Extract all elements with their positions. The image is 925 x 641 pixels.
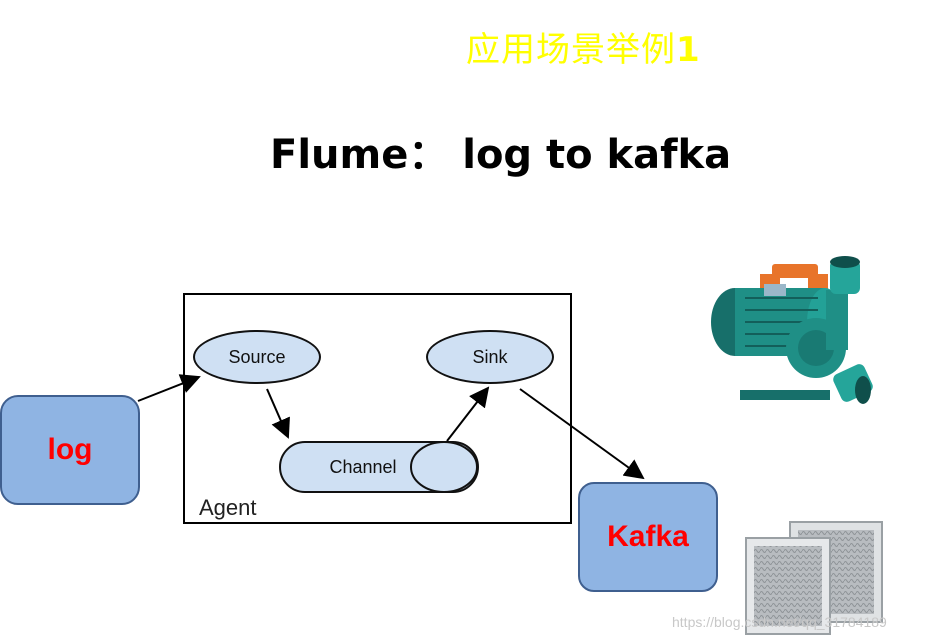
slide-title: Flume： log to kafka xyxy=(270,132,732,178)
kafka-box: Kafka xyxy=(578,482,718,592)
water-pump-icon xyxy=(711,256,873,404)
channel-node: Channel xyxy=(278,440,480,494)
arrow-sink-to-kafka xyxy=(519,388,645,480)
arrow-log-to-source xyxy=(137,374,201,402)
filter-front xyxy=(745,537,831,635)
sink-node: Sink xyxy=(426,330,554,384)
arrow-channel-to-sink xyxy=(446,386,490,442)
watermark: https://blog.csdn.net/qq_31784189 xyxy=(672,614,887,630)
source-node: Source xyxy=(193,330,321,384)
air-filter-icon xyxy=(745,521,883,635)
agent-box xyxy=(183,293,572,524)
channel-shape xyxy=(279,441,479,493)
channel-label: Channel xyxy=(329,456,397,477)
agent-label: Agent xyxy=(199,495,257,520)
slide-subtitle: 应用场景举例1 xyxy=(466,30,701,70)
arrow-source-to-channel xyxy=(266,388,290,439)
log-box: log xyxy=(0,395,140,505)
